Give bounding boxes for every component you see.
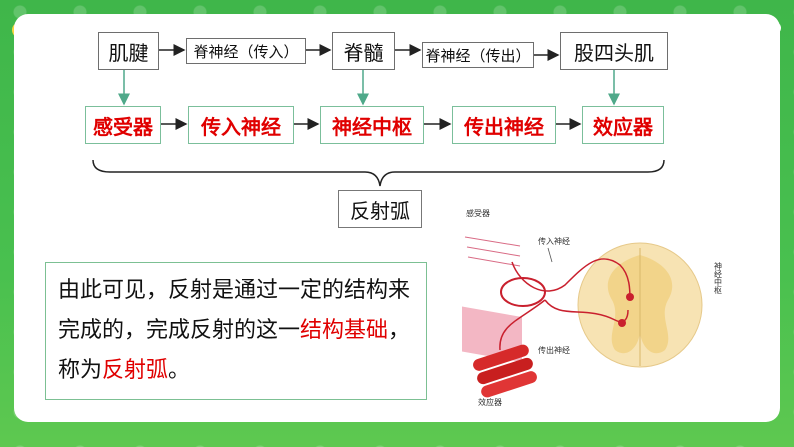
paragraph-text-2: ，称为 (58, 318, 411, 383)
quadriceps-label: 股四头肌 (574, 40, 654, 65)
afferent-spinal-nerve-label: 脊神经（传入） (193, 42, 299, 61)
paragraph-highlight-structure: 结构基础 (300, 318, 389, 343)
efferent-spinal-nerve-label: 脊神经（传出） (425, 46, 531, 65)
afferent-nerve-fiber (511, 258, 631, 301)
conclusion-paragraph: 由此可见，反射是通过一定的结构来完成的，完成反射的这一结构基础，称为反射弧。 (45, 262, 427, 400)
nerve-center-box: 神经中枢 (320, 106, 424, 144)
ganglion-ring (500, 277, 546, 307)
figure-label-afferent: 传入神经 (538, 236, 570, 246)
quadriceps-box: 股四头肌 (560, 32, 668, 70)
figure-label-effector: 效应器 (478, 397, 502, 407)
receptor-skin (462, 236, 522, 363)
paragraph-highlight-reflex-arc: 反射弧 (102, 358, 169, 383)
figure-label-center: 神经中枢 (714, 261, 723, 295)
afferent-nerve-label: 传入神经 (201, 114, 281, 139)
afferent-nerve-box: 传入神经 (188, 106, 294, 144)
paragraph-text-3: 。 (168, 358, 191, 383)
receptor-label: 感受器 (93, 114, 153, 139)
paragraph-text-1: 由此可见，反射是通过一定的结构来完成的，完成反射的这一 (58, 278, 411, 343)
spinal-cord-label: 脊髓 (343, 40, 384, 65)
figure-label-receptor: 感受器 (466, 208, 490, 218)
efferent-nerve-label: 传出神经 (464, 114, 544, 139)
tendon-box: 肌腱 (98, 32, 159, 70)
efferent-spinal-nerve-box: 脊神经（传出） (422, 42, 534, 68)
receptor-box: 感受器 (85, 106, 161, 144)
afferent-spinal-nerve-box: 脊神经（传入） (186, 38, 306, 64)
efferent-nerve-fiber (544, 299, 629, 323)
reflex-arc-box: 反射弧 (338, 190, 422, 228)
effector-muscle (473, 344, 537, 398)
spinal-cord-box: 脊髓 (332, 32, 395, 70)
efferent-nerve-box: 传出神经 (452, 106, 556, 144)
nerve-center-label: 神经中枢 (332, 114, 412, 139)
reflex-arc-label: 反射弧 (350, 198, 410, 223)
figure-label-efferent: 传出神经 (538, 345, 570, 355)
effector-box: 效应器 (582, 106, 664, 144)
effector-label: 效应器 (593, 114, 653, 139)
tendon-label: 肌腱 (108, 40, 149, 65)
